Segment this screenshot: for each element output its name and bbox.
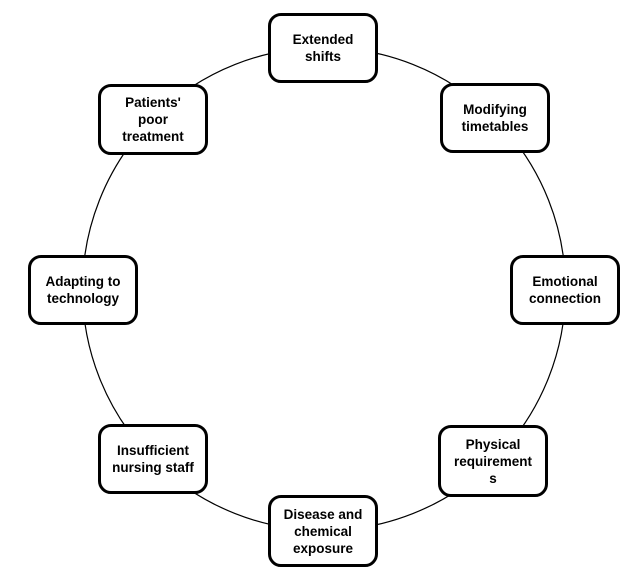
- cycle-node-adapting-to-technology: Adapting to technology: [28, 255, 138, 325]
- cycle-node-emotional-connection: Emotional connection: [510, 255, 620, 325]
- node-label: Patients' poor treatment: [122, 95, 184, 144]
- node-label: Emotional connection: [528, 274, 601, 306]
- cycle-node-physical-requirements: Physical requirement s: [438, 425, 548, 497]
- node-label: Extended shifts: [292, 32, 354, 64]
- cycle-node-extended-shifts: Extended shifts: [268, 13, 378, 83]
- node-label: Insufficient nursing staff: [112, 443, 194, 475]
- cycle-node-patients-poor-treatment: Patients' poor treatment: [98, 84, 208, 155]
- node-label: Adapting to technology: [45, 274, 121, 306]
- cycle-node-insufficient-nursing-staff: Insufficient nursing staff: [98, 424, 208, 494]
- cycle-node-modifying-timetables: Modifying timetables: [440, 83, 550, 153]
- cycle-node-disease-chemical-exposure: Disease and chemical exposure: [268, 495, 378, 567]
- node-label: Modifying timetables: [461, 102, 529, 134]
- node-label: Physical requirement s: [453, 436, 533, 486]
- node-label: Disease and chemical exposure: [283, 506, 363, 556]
